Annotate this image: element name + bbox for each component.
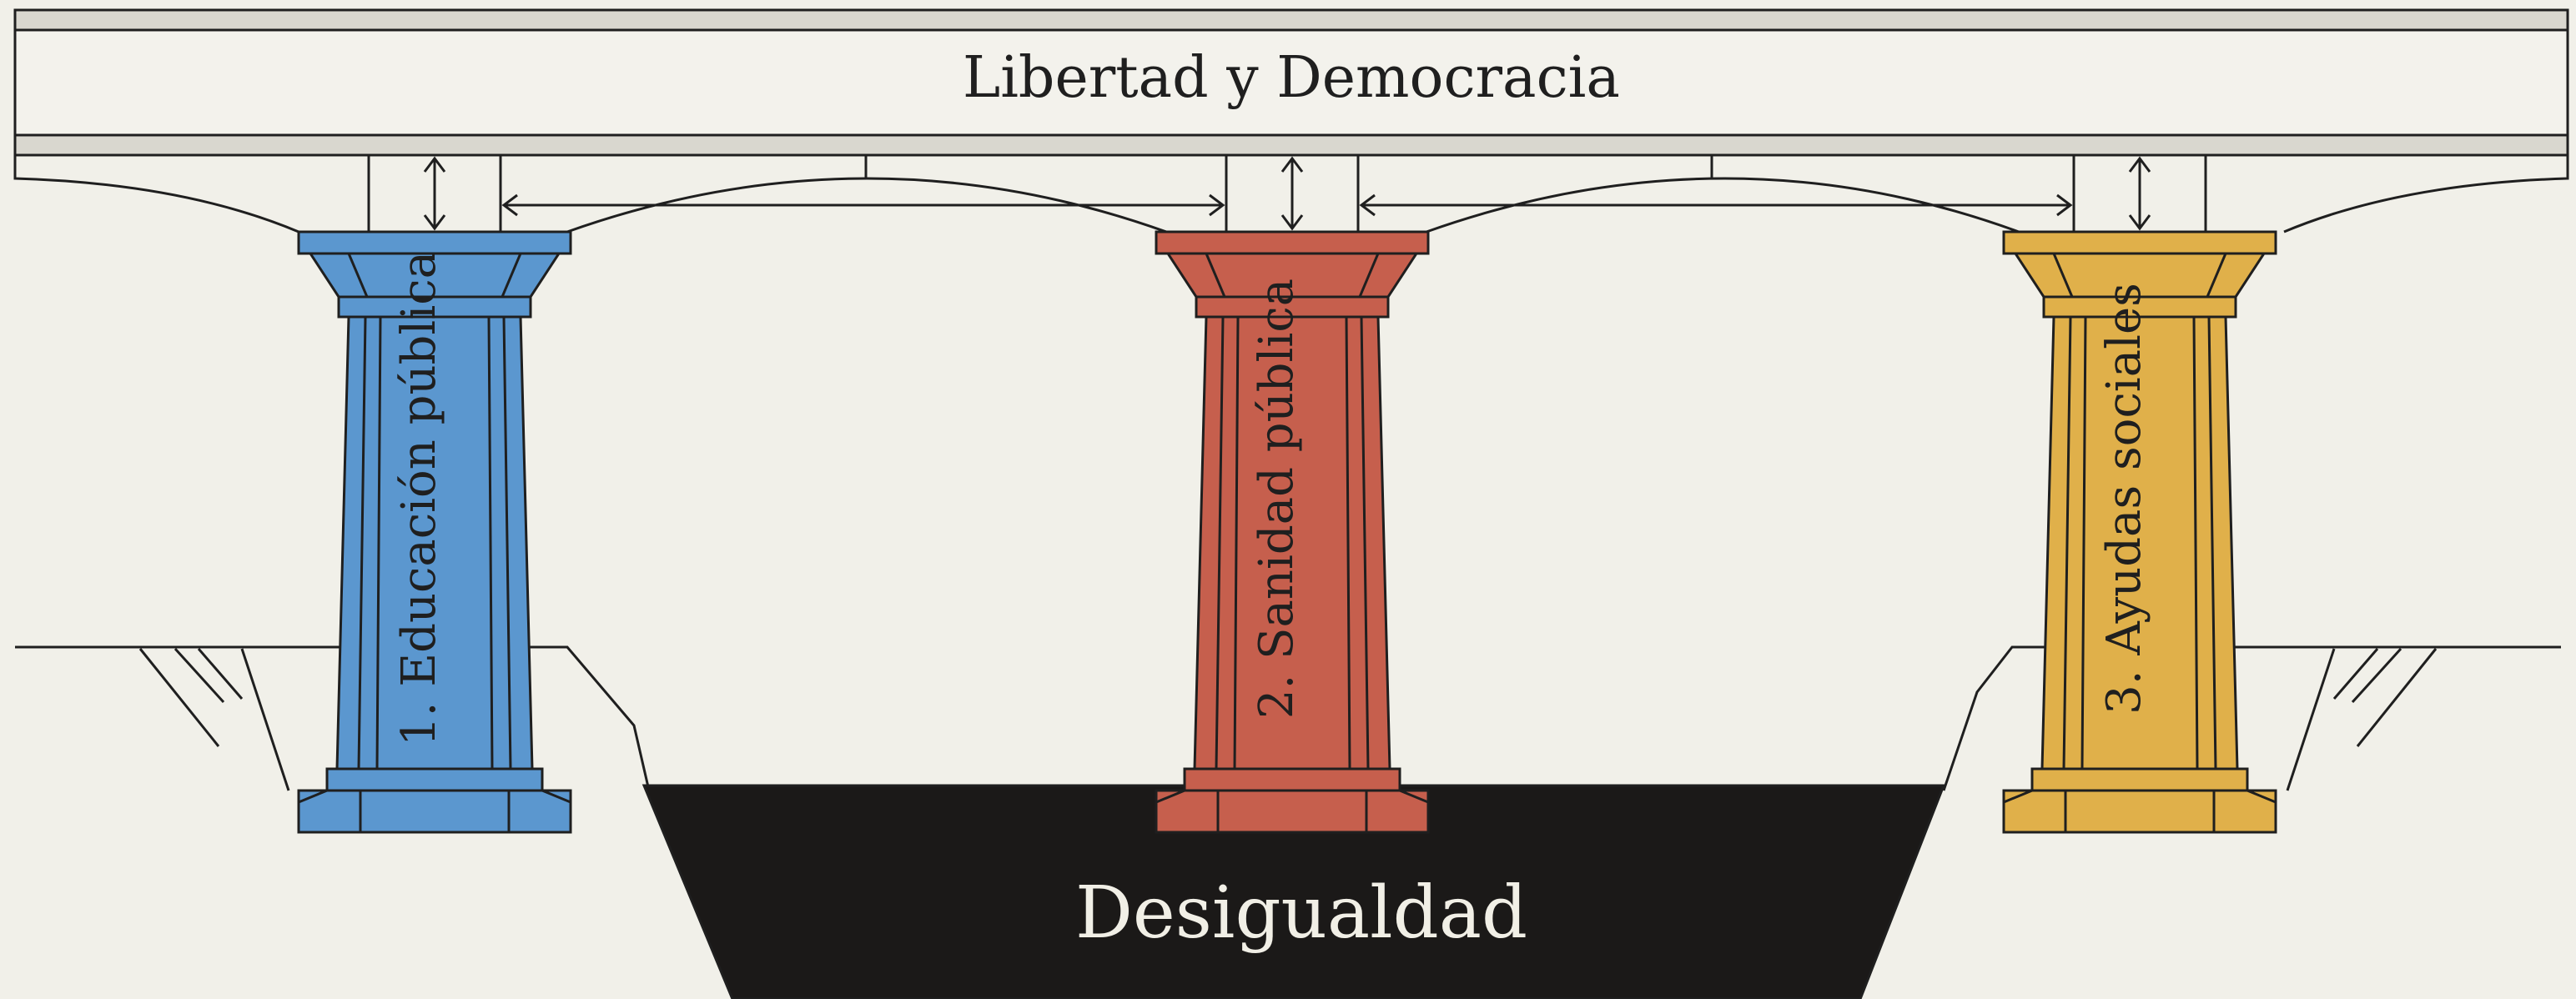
pillar-base-ring [1183, 767, 1401, 792]
pillar-plinth [297, 789, 572, 834]
pillar-shape [1155, 230, 1430, 834]
gap-label: Desigualdad [1075, 871, 1527, 955]
pillar-capital-slab [1155, 230, 1430, 255]
vertical-arrows [423, 156, 2151, 231]
pillar-plinth [1155, 789, 1430, 834]
horizontal-arrows [501, 193, 2073, 217]
pillar-shape [2002, 230, 2277, 834]
pillar-label: 1. Educación pública [392, 251, 446, 746]
pillar-ring [1195, 295, 1390, 319]
pillar-base-ring [325, 767, 544, 792]
pillar-ring [337, 295, 532, 319]
pillar-social-aid: 3. Ayudas sociales [2002, 230, 2277, 834]
vertical-arrow [1280, 156, 1304, 231]
pillar-health: 2. Sanidad pública [1155, 230, 1430, 834]
pillar-ring [2042, 295, 2237, 319]
pillar-label: 2. Sanidad pública [1250, 279, 1304, 719]
pillar-label: 3. Ayudas sociales [2097, 283, 2151, 715]
bridge-deck [13, 8, 2569, 233]
pillar-capital-slab [297, 230, 572, 255]
horizontal-arrow [501, 193, 1225, 217]
pillar-base-ring [2030, 767, 2249, 792]
connectors [367, 155, 2207, 232]
ground [15, 645, 2561, 791]
vertical-arrow [423, 156, 446, 231]
deck-title: Libertad y Democracia [963, 45, 1620, 111]
pillar-education: 1. Educación pública [297, 230, 572, 834]
pillar-capital-slab [2002, 230, 2277, 255]
pillar-shape [297, 230, 572, 834]
pillar-plinth [2002, 789, 2277, 834]
vertical-arrow [2128, 156, 2151, 231]
horizontal-arrow [1359, 193, 2073, 217]
inequality-gap [641, 784, 1946, 999]
